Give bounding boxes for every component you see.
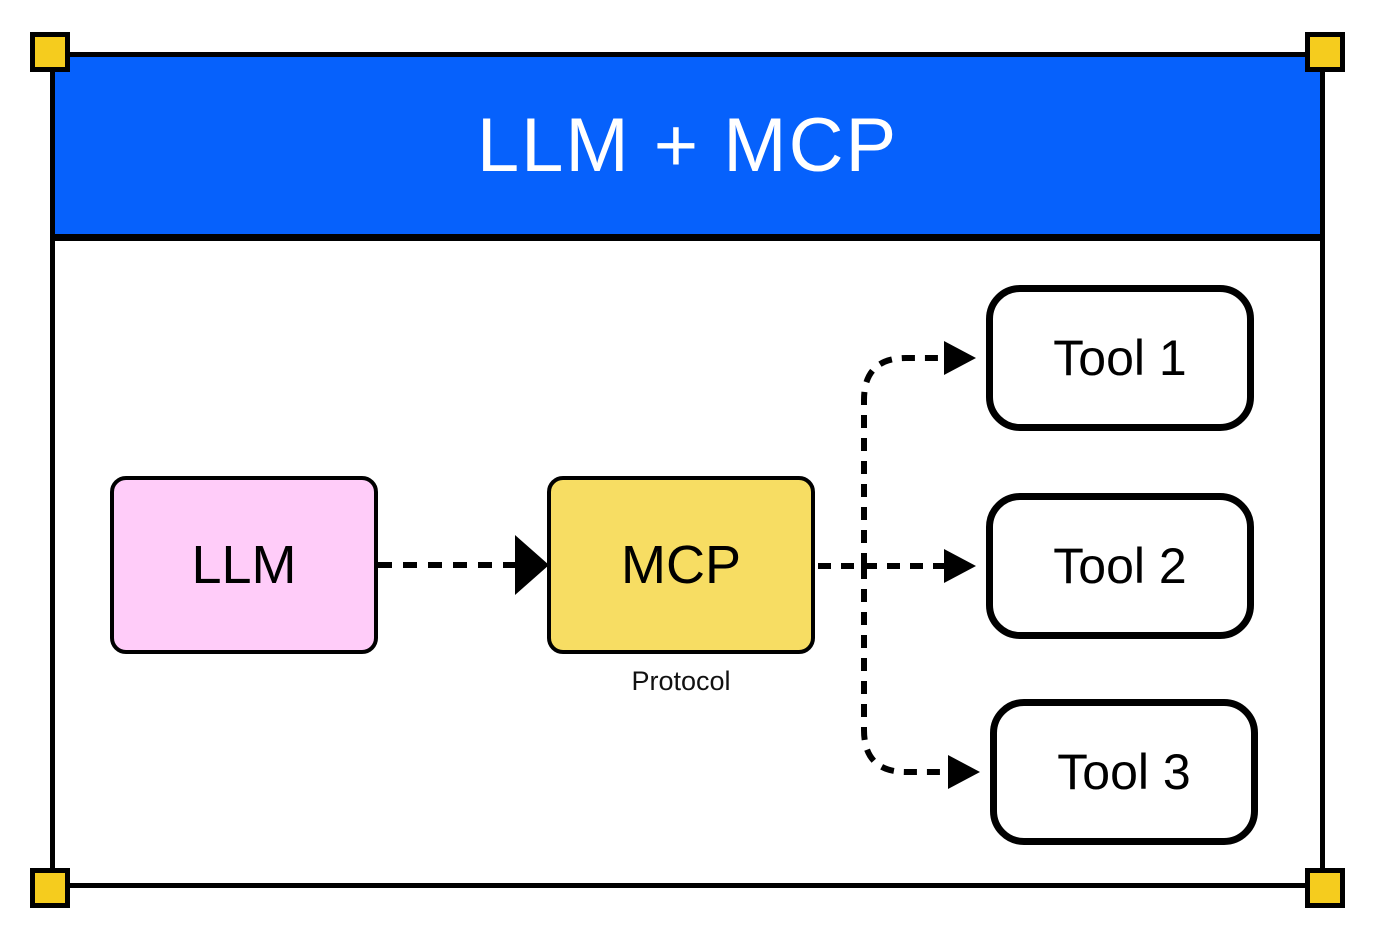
resize-handle-bottom-left[interactable] [30, 868, 70, 908]
node-llm-label: LLM [191, 535, 297, 595]
node-mcp-label: MCP [621, 535, 741, 595]
diagram-frame: LLM + MCP [50, 52, 1325, 888]
diagram-header: LLM + MCP [55, 57, 1320, 241]
node-tool-2-label: Tool 2 [1053, 538, 1187, 594]
resize-handle-top-right[interactable] [1305, 32, 1345, 72]
node-tool-3[interactable]: Tool 3 [990, 699, 1258, 845]
node-mcp[interactable]: MCP [547, 476, 815, 654]
resize-handle-top-left[interactable] [30, 32, 70, 72]
node-tool-2[interactable]: Tool 2 [986, 493, 1254, 639]
node-llm[interactable]: LLM [110, 476, 378, 654]
resize-handle-bottom-right[interactable] [1305, 868, 1345, 908]
page-title: LLM + MCP [476, 102, 899, 188]
node-tool-1[interactable]: Tool 1 [986, 285, 1254, 431]
node-mcp-caption: Protocol [631, 666, 731, 696]
node-tool-1-label: Tool 1 [1053, 330, 1187, 386]
node-tool-3-label: Tool 3 [1057, 744, 1191, 800]
